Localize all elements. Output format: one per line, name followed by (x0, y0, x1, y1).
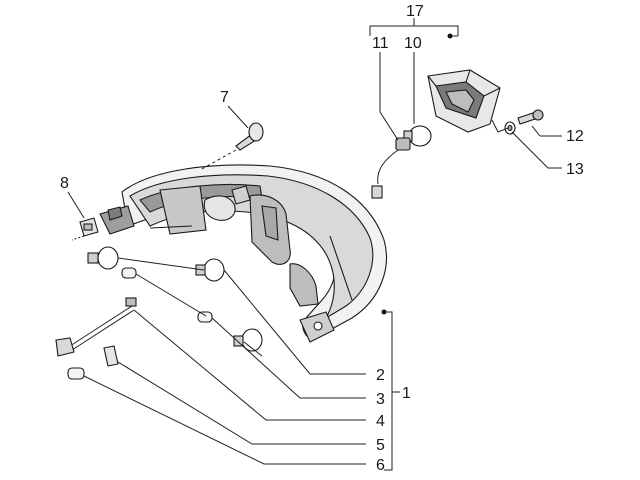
bulb-2b (195, 258, 225, 282)
callout-12: 12 (566, 128, 584, 145)
bulb-2c (233, 328, 263, 352)
bulb-3a (121, 267, 137, 279)
callout-8: 8 (60, 175, 69, 192)
callout-13: 13 (566, 161, 584, 178)
callout-1: 1 (402, 385, 411, 402)
callout-4: 4 (376, 413, 385, 430)
callout-3: 3 (376, 391, 385, 408)
callout-6: 6 (376, 457, 385, 474)
bulb-10 (403, 125, 432, 147)
bulb-socket-11 (371, 137, 411, 199)
callout-10: 10 (404, 35, 422, 52)
clip-nut-8 (79, 217, 99, 237)
callout-labels: 17 11 10 12 13 7 8 2 3 4 5 6 1 (60, 3, 584, 474)
bulb-3b (197, 311, 213, 323)
callout-5: 5 (376, 437, 385, 454)
wiring-harness-4 (55, 297, 137, 357)
leader-lines (67, 18, 562, 471)
callout-7: 7 (220, 89, 229, 106)
tail-light-housing (99, 164, 387, 343)
screw-7 (235, 122, 264, 151)
bulb-2a (87, 246, 119, 270)
screw-12 (517, 109, 544, 125)
bulb-6 (67, 367, 85, 380)
callout-11: 11 (372, 35, 389, 52)
callout-17: 17 (406, 3, 424, 20)
washer-13 (504, 121, 516, 135)
clip-5 (103, 345, 119, 367)
side-light-unit (427, 69, 501, 133)
callout-2: 2 (376, 367, 385, 384)
